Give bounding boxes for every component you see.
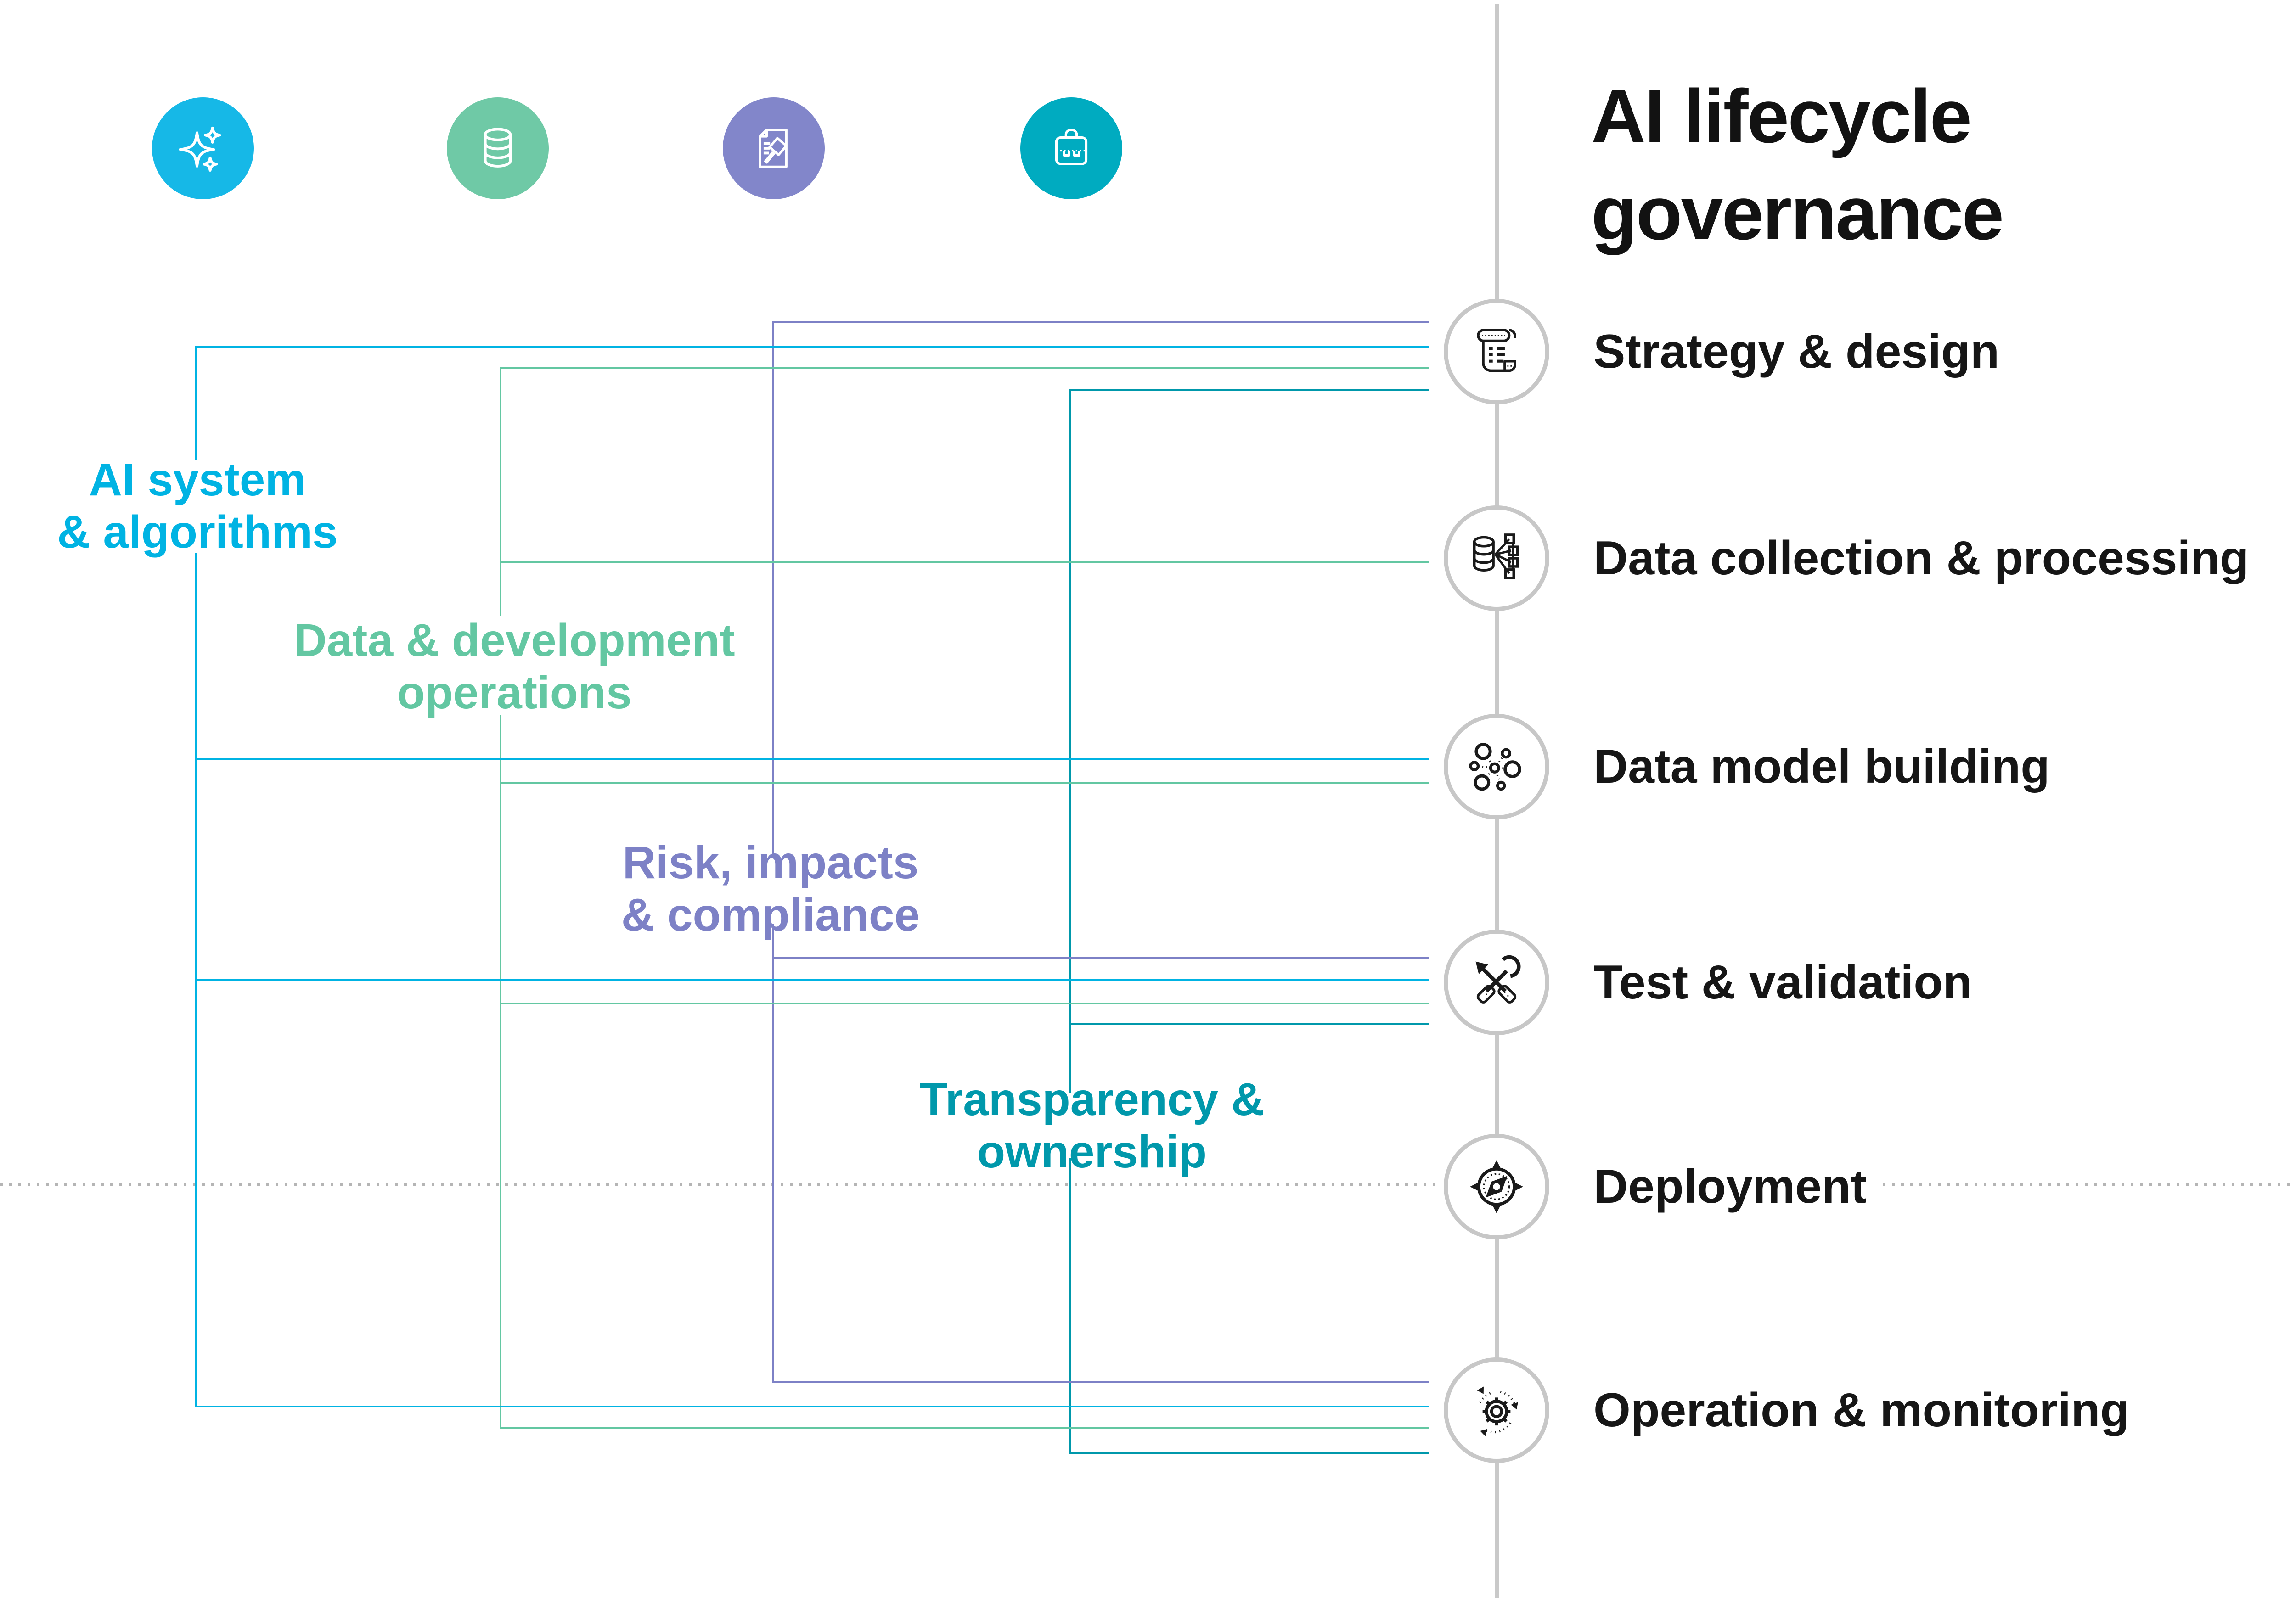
tools-icon <box>1475 955 1521 1004</box>
network-dots-icon <box>1469 743 1521 791</box>
data-dev-column-line-upper <box>500 367 501 616</box>
node-data-collection <box>1444 505 1549 611</box>
category-label-risk: Risk, impacts & compliance <box>621 837 920 941</box>
connector-data-dev-data-collection <box>500 561 1429 563</box>
connector-data-dev-strategy <box>500 367 1429 369</box>
compass-icon <box>1470 1160 1523 1213</box>
connector-ai-system-test <box>195 979 1429 981</box>
deployment-dotted-line-right <box>1883 1183 2296 1186</box>
stage-label-operation: Operation & monitoring <box>1593 1384 2130 1437</box>
node-operation-monitoring <box>1444 1357 1549 1463</box>
connector-data-dev-operation <box>500 1427 1429 1429</box>
database-icon <box>447 97 549 199</box>
node-deployment <box>1444 1134 1549 1239</box>
connector-ai-system-operation <box>195 1406 1429 1407</box>
connector-transparency-operation <box>1069 1452 1429 1454</box>
connector-ai-system-data-model <box>195 758 1429 760</box>
data-dev-column-line-lower <box>500 715 501 1427</box>
transparency-column-line-lower <box>1069 1158 1071 1452</box>
connector-risk-strategy <box>772 321 1429 323</box>
connector-transparency-test <box>1069 1023 1429 1025</box>
transparency-column-line-upper <box>1069 389 1071 1093</box>
category-label-data-dev: Data & development operations <box>293 615 735 718</box>
briefcase-icon <box>1020 97 1122 199</box>
stage-label-data-model: Data model building <box>1593 740 2050 793</box>
data-flow-icon <box>1473 533 1519 579</box>
connector-data-dev-test <box>500 1003 1429 1004</box>
sparkles-icon <box>152 97 254 199</box>
risk-column-line-upper <box>772 321 774 855</box>
category-label-ai-system: AI system & algorithms <box>57 454 338 558</box>
connector-risk-operation <box>772 1381 1429 1383</box>
stage-label-strategy: Strategy & design <box>1593 325 2000 378</box>
connector-ai-system-strategy <box>195 346 1429 348</box>
node-data-model <box>1444 714 1549 819</box>
scroll-icon <box>1477 329 1516 372</box>
connector-risk-test <box>772 957 1429 959</box>
stage-label-data-collection: Data collection & processing <box>1593 532 2249 585</box>
stage-label-deployment: Deployment <box>1593 1160 1867 1213</box>
deployment-dotted-line-left <box>0 1183 1442 1186</box>
connector-transparency-strategy <box>1069 389 1429 391</box>
ai-system-column-line-upper <box>195 346 197 460</box>
connector-data-dev-data-model <box>500 782 1429 784</box>
page-title: AI lifecycle governance <box>1591 74 2004 256</box>
document-gavel-icon <box>723 97 825 199</box>
risk-column-line-lower <box>772 924 774 1381</box>
category-label-transparency: Transparency & ownership <box>919 1074 1265 1177</box>
node-test-validation <box>1444 930 1549 1035</box>
node-strategy-design <box>1444 299 1549 404</box>
stage-label-test: Test & validation <box>1593 956 1972 1009</box>
rotating-gear-icon <box>1477 1386 1518 1436</box>
